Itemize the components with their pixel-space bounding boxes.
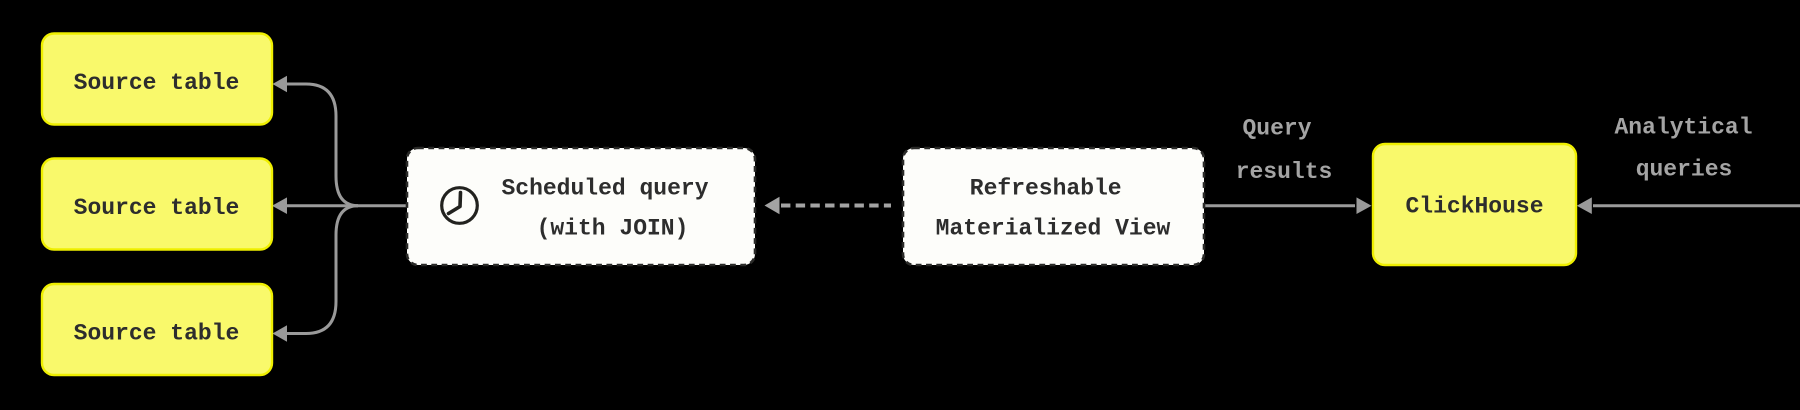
svg-text:Source table: Source table: [74, 70, 240, 96]
svg-text:Materialized View: Materialized View: [936, 216, 1171, 242]
svg-text:(with JOIN): (with JOIN): [537, 216, 689, 242]
svg-text:queries: queries: [1636, 157, 1733, 183]
svg-text:Analytical: Analytical: [1614, 115, 1752, 141]
svg-text:results: results: [1236, 159, 1333, 185]
svg-text:Scheduled query: Scheduled query: [501, 176, 708, 202]
svg-text:Source table: Source table: [74, 195, 240, 221]
svg-text:Source table: Source table: [74, 321, 240, 347]
svg-text:Refreshable: Refreshable: [970, 176, 1122, 202]
svg-text:Query: Query: [1242, 116, 1311, 142]
svg-text:ClickHouse: ClickHouse: [1405, 194, 1543, 220]
